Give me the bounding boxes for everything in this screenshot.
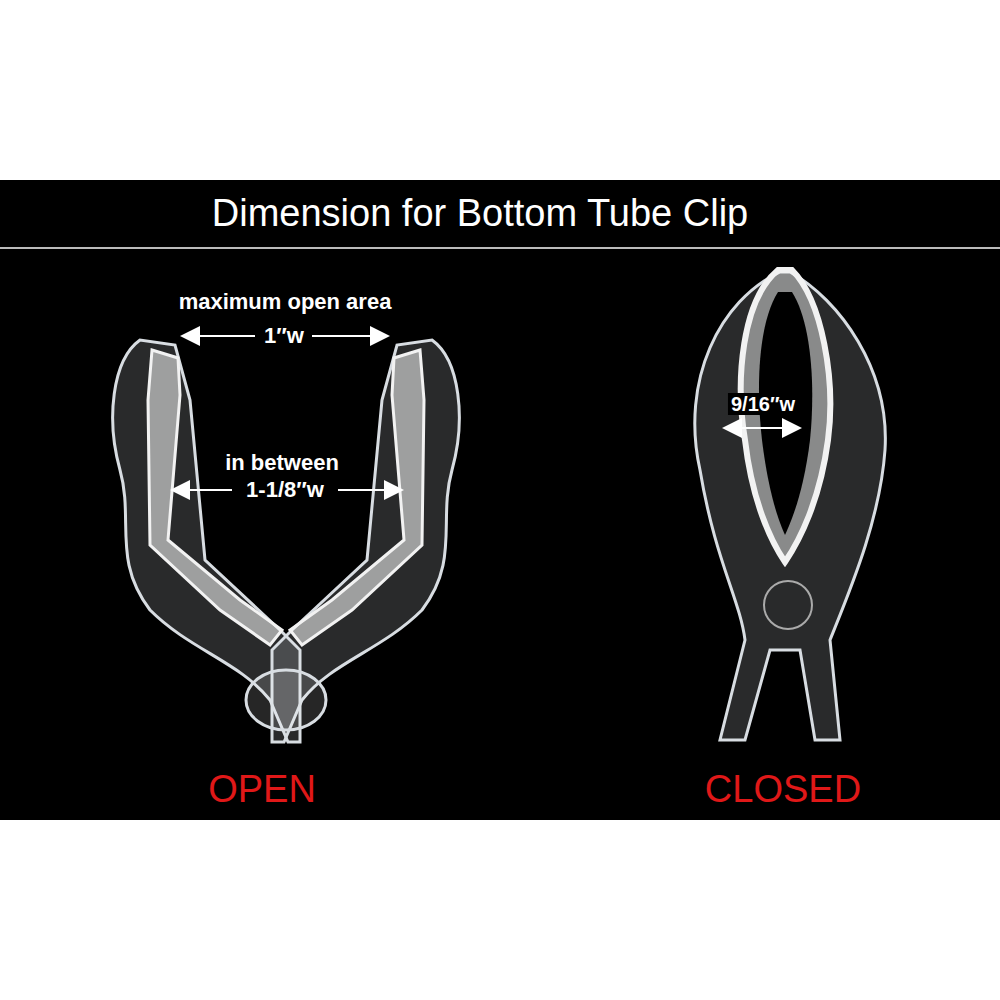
state-label: CLOSED (701, 769, 865, 811)
dimension-note: in between (222, 451, 342, 475)
title-rule (0, 247, 1000, 249)
dimension-value: 1″w (261, 324, 307, 348)
closed-clip (695, 270, 886, 740)
dimension-value: 1-1/8″w (243, 478, 327, 502)
dimension-arrows (172, 336, 800, 490)
dimension-note: maximum open area (176, 290, 395, 314)
state-label: OPEN (204, 769, 320, 811)
diagram-title: Dimension for Bottom Tube Clip (212, 193, 748, 235)
dimension-value: 9/16″w (728, 393, 798, 415)
open-clip (113, 340, 460, 742)
